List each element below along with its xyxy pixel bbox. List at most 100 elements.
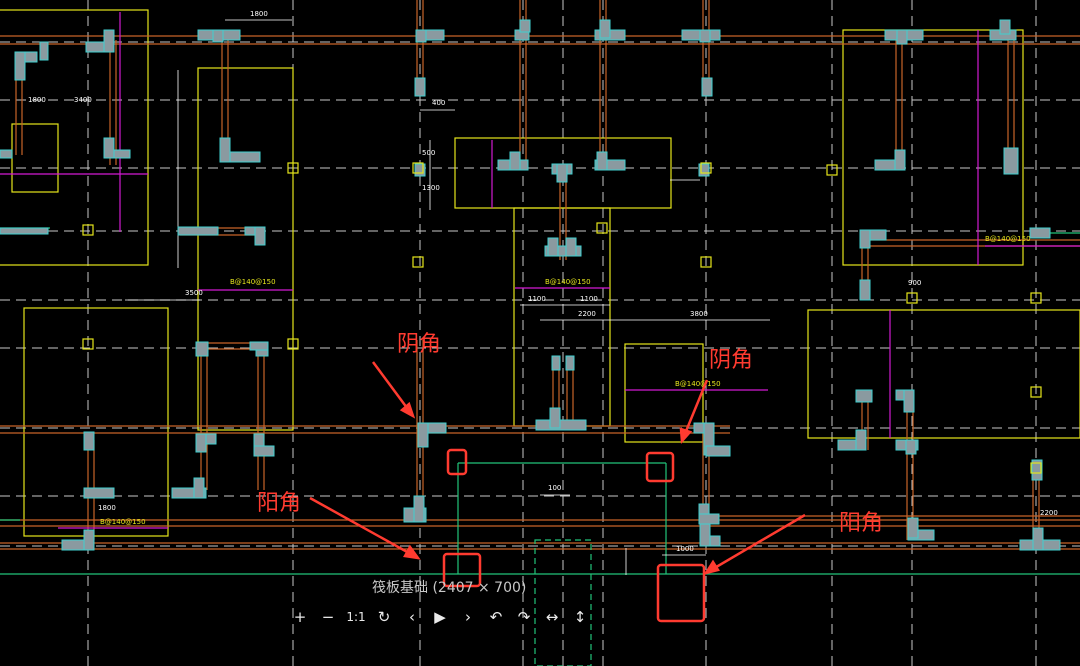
dim-label: 1300 (422, 184, 440, 192)
actual-size-button[interactable]: 1:1 (346, 610, 366, 624)
grid-marker (700, 162, 712, 174)
column-segment (1032, 527, 1044, 551)
play-button[interactable]: ▶ (434, 608, 446, 626)
previous-button[interactable]: ‹ (409, 608, 415, 626)
column-segment (519, 19, 531, 33)
rotate-right-button[interactable]: ↷ (517, 608, 531, 626)
viewer-toolbar: + − 1:1 ↻ ‹ ▶ › ↶ ↷ ↔ ↕ (286, 604, 594, 630)
column-segment (894, 149, 906, 171)
rebar-lines (0, 12, 1080, 529)
rebar-label: B@140@150 (985, 235, 1031, 243)
column-segment (547, 237, 559, 257)
dimension-text: 1800 3400 1800 2200 3800 3500 1100 1100 … (28, 10, 1058, 553)
column-segment (509, 151, 521, 171)
column-segment (699, 523, 711, 547)
column-segment (549, 407, 561, 429)
grid-marker (906, 292, 918, 304)
column-segment (413, 495, 425, 523)
column-segment (83, 529, 95, 551)
dim-label: 1100 (528, 295, 546, 303)
highlight-box-2 (645, 451, 675, 483)
grid-marker (1030, 292, 1042, 304)
dim-label: 2200 (1040, 509, 1058, 517)
yang-arrow-2 (705, 513, 806, 575)
rotate-reset-button[interactable]: ↻ (377, 608, 391, 626)
beam-lines (0, 0, 1080, 550)
column-segment (907, 517, 919, 539)
column-segment (39, 41, 49, 61)
image-caption: 筏板基础 (2407 × 700) (372, 580, 527, 596)
column-segment (195, 341, 209, 357)
label-yin-jiao-1: 阴角 (397, 332, 442, 357)
rotate-left-button[interactable]: ↶ (489, 608, 503, 626)
column-segment (698, 513, 720, 525)
highlight-box-4 (656, 563, 706, 623)
flip-horizontal-button[interactable]: ↔ (545, 608, 559, 626)
column-segment (103, 137, 115, 159)
dim-label: 3400 (74, 96, 92, 104)
column-segment (417, 422, 429, 448)
dim-label: 1100 (580, 295, 598, 303)
column-segment (177, 226, 219, 236)
column-segment (1003, 147, 1019, 175)
column-segment (999, 19, 1011, 35)
column-segment (212, 29, 224, 43)
dim-label: 100 (548, 484, 561, 492)
label-yang-jiao-2: 阳角 (839, 511, 884, 536)
flip-vertical-button[interactable]: ↕ (573, 608, 587, 626)
highlight-box-1 (446, 448, 468, 476)
column-segment (14, 51, 26, 81)
column-segment (855, 389, 873, 403)
zoom-in-button[interactable]: + (293, 608, 307, 626)
dim-label: 1800 (250, 10, 268, 18)
column-segment (551, 355, 561, 371)
column-segment (903, 389, 915, 413)
column-segment (193, 477, 205, 499)
column-segment (219, 137, 231, 163)
dim-label: 3500 (185, 289, 203, 297)
zoom-out-button[interactable]: − (321, 608, 335, 626)
column-segment (565, 355, 575, 371)
column-segment (701, 77, 713, 97)
rebar-label: B@140@150 (230, 278, 276, 286)
grid-marker (1030, 462, 1042, 474)
column-segment (171, 487, 207, 499)
foundation-edge (0, 227, 1080, 666)
grid-marker (287, 162, 299, 174)
column-segment (83, 487, 115, 499)
column-segment (599, 19, 611, 39)
rebar-label: B@140@150 (545, 278, 591, 286)
column-segment (253, 445, 275, 457)
column-segment (859, 279, 871, 301)
column-segment (705, 445, 731, 457)
grid-marker (412, 162, 424, 174)
slab-outlines (0, 9, 1080, 537)
column-segment (1029, 227, 1051, 239)
rebar-label: B@140@150 (100, 518, 146, 526)
next-button[interactable]: › (465, 608, 471, 626)
rebar-label: B@140@150 (675, 380, 721, 388)
grid-markers (82, 162, 1042, 474)
dim-label: 2200 (578, 310, 596, 318)
annotation-marks (309, 361, 806, 623)
column-segment (414, 77, 426, 97)
column-segment (195, 433, 207, 453)
column-segment (415, 29, 427, 43)
label-yang-jiao-1: 阳角 (257, 491, 302, 516)
column-segment (859, 229, 871, 249)
column-segment (103, 29, 115, 53)
column-segment (249, 341, 269, 351)
column-segment (556, 163, 568, 183)
dim-label: 900 (908, 279, 921, 287)
column-segment (535, 419, 587, 431)
column-segment (0, 149, 13, 159)
grid-marker (82, 338, 94, 350)
grid-marker (826, 164, 838, 176)
rebar-text: B@140@150 B@140@150 B@140@150 B@140@150 … (100, 235, 1031, 526)
dim-label: 1800 (28, 96, 46, 104)
column-segment (544, 245, 582, 257)
highlight-box-3 (442, 552, 482, 588)
grid-marker (1030, 386, 1042, 398)
